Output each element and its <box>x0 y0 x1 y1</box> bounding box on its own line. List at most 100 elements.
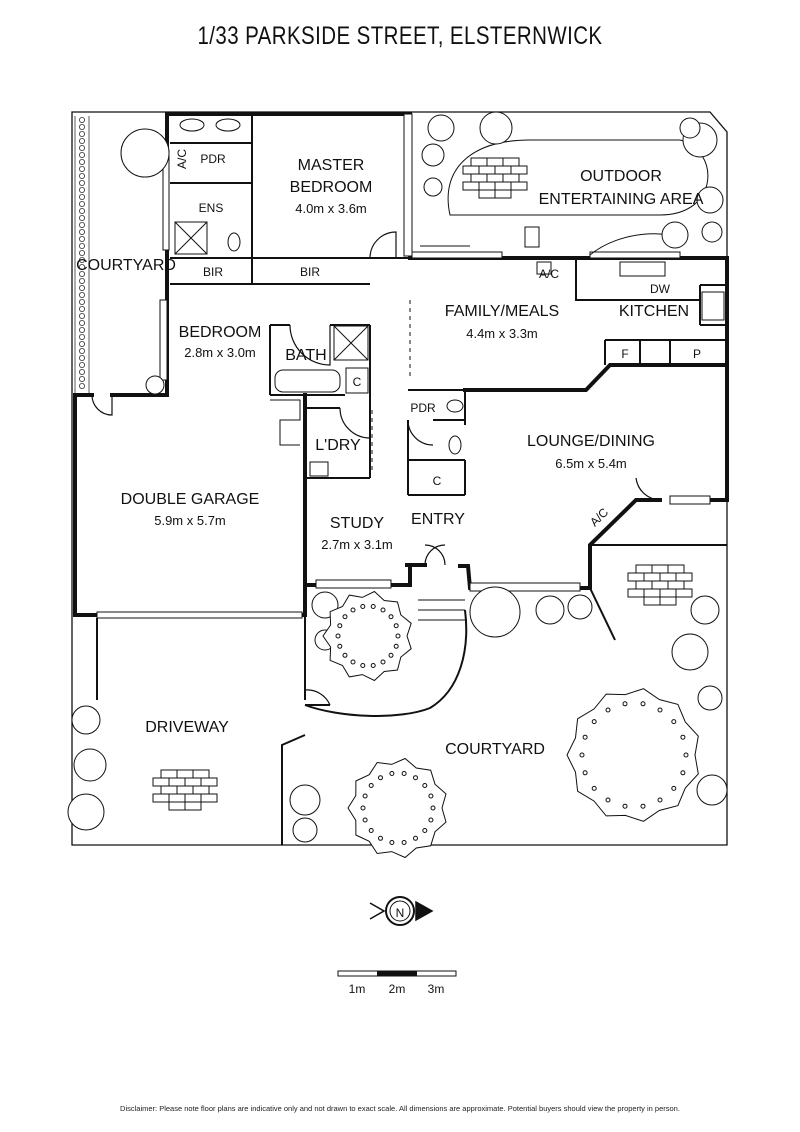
lattice-dot <box>79 291 86 298</box>
lattice-dot <box>79 368 86 375</box>
lattice-dot <box>79 242 86 249</box>
lattice-dot <box>79 375 86 382</box>
tree-icon <box>347 757 447 859</box>
lattice-dot <box>79 312 86 319</box>
label-ens: ENS <box>199 201 224 215</box>
shrub-icon <box>120 128 170 178</box>
property-boundary <box>71 111 728 846</box>
label-master-dim: 4.0m x 3.6m <box>295 201 367 216</box>
shrub-icon <box>423 177 443 197</box>
label-pdr-lower: PDR <box>410 401 436 415</box>
scale-bar: 1m 2m 3m <box>337 970 457 996</box>
shrub-icon <box>427 114 455 142</box>
label-outdoor-line2: ENTERTAINING AREA <box>539 191 704 208</box>
lattice-dot <box>79 172 86 179</box>
lattice-dot <box>79 249 86 256</box>
compass-label: N <box>396 906 405 920</box>
shrub-icon <box>289 784 321 816</box>
lattice-dot <box>79 347 86 354</box>
lattice-dot <box>79 354 86 361</box>
landscaping <box>67 111 728 859</box>
label-courtyard-south: COURTYARD <box>445 741 545 758</box>
shrub-icon <box>671 633 709 671</box>
scale-tick-1m: 1m <box>349 982 366 996</box>
label-bedroom: BEDROOM <box>179 324 262 341</box>
tree-icon <box>322 590 412 682</box>
lattice-dot <box>79 207 86 214</box>
label-study: STUDY <box>330 515 385 532</box>
lattice-dot <box>79 263 86 270</box>
walls <box>73 112 729 617</box>
label-bedroom-dim: 2.8m x 3.0m <box>184 345 256 360</box>
paver-pattern <box>627 564 693 606</box>
label-driveway: DRIVEWAY <box>145 719 229 736</box>
shrub-icon <box>479 111 513 145</box>
shrub-icon <box>145 375 165 395</box>
lattice-dot <box>79 361 86 368</box>
label-bath: BATH <box>285 347 326 364</box>
label-garage-dim: 5.9m x 5.7m <box>154 513 226 528</box>
label-lounge-dim: 6.5m x 5.4m <box>555 456 627 471</box>
lattice-dot <box>79 200 86 207</box>
windows <box>96 113 711 619</box>
label-ac-family: A/C <box>539 267 559 281</box>
scale-tick-2m: 2m <box>389 982 406 996</box>
label-p: P <box>693 347 701 361</box>
label-ac-ensuite: A/C <box>175 149 189 169</box>
label-lounge: LOUNGE/DINING <box>527 433 655 450</box>
lattice-dot <box>79 130 86 137</box>
label-dw: DW <box>650 282 671 296</box>
shrub-icon <box>697 685 723 711</box>
label-kitchen: KITCHEN <box>619 303 689 320</box>
page-title: 1/33 PARKSIDE STREET, ELSTERNWICK <box>197 22 603 50</box>
lattice-dot <box>79 256 86 263</box>
lattice-dot <box>79 186 86 193</box>
shrub-icon <box>469 586 521 638</box>
lattice-dot <box>79 214 86 221</box>
lattice-dot <box>79 235 86 242</box>
fixtures <box>174 118 725 621</box>
label-master-line1: MASTER <box>298 157 365 174</box>
lattice-dot <box>79 382 86 389</box>
label-courtyard-west: COURTYARD <box>76 257 176 274</box>
lattice-dot <box>79 137 86 144</box>
label-master-line2: BEDROOM <box>290 179 373 196</box>
lattice-dot <box>79 144 86 151</box>
shrub-icon <box>73 748 107 782</box>
shrub-icon <box>696 774 728 806</box>
label-laundry: L'DRY <box>315 437 361 454</box>
scale-tick-3m: 3m <box>428 982 445 996</box>
lattice-dot <box>79 305 86 312</box>
lattice-dot <box>79 158 86 165</box>
lattice-dot <box>79 298 86 305</box>
lattice-dot <box>79 179 86 186</box>
lattice-dot <box>79 193 86 200</box>
label-garage: DOUBLE GARAGE <box>121 491 260 508</box>
label-bir-right: BIR <box>300 265 320 279</box>
shrub-icon <box>679 117 701 139</box>
shrub-icon <box>567 594 593 620</box>
label-family: FAMILY/MEALS <box>445 303 559 320</box>
label-f: F <box>621 347 628 361</box>
lattice-dot <box>79 333 86 340</box>
paving-symbols <box>152 157 693 811</box>
shrub-icon <box>696 186 724 214</box>
paver-pattern <box>152 769 218 811</box>
lattice-dot <box>79 270 86 277</box>
tree-icon <box>566 688 699 822</box>
lattice-dot <box>79 277 86 284</box>
paver-pattern <box>462 157 528 199</box>
disclaimer: Disclaimer: Please note floor plans are … <box>120 1104 680 1113</box>
shrub-icon <box>292 817 318 843</box>
courtyard-lattice <box>74 116 90 395</box>
label-family-dim: 4.4m x 3.3m <box>466 326 538 341</box>
shrub-icon <box>67 793 105 831</box>
shrub-icon <box>661 221 689 249</box>
room-labels: COURTYARD PDR A/C ENS MASTER BEDROOM 4.0… <box>76 149 704 758</box>
doors <box>91 231 661 706</box>
label-pdr-upper: PDR <box>200 152 226 166</box>
lattice-dot <box>79 228 86 235</box>
shrub-icon <box>421 143 445 167</box>
lattice-dot <box>79 284 86 291</box>
